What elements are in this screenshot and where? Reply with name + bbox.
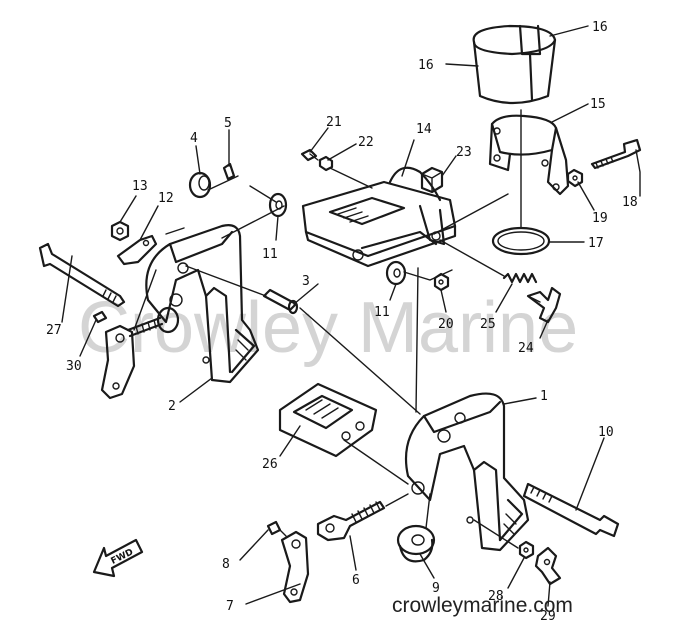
part-19-nut [566, 168, 584, 188]
part-17-ring [491, 226, 551, 256]
part-15-clamp-bracket [488, 114, 570, 196]
callout-18: 18 [622, 195, 638, 210]
callout-1: 1 [540, 389, 548, 404]
callout-28: 28 [488, 589, 504, 604]
callout-10: 10 [598, 425, 614, 440]
leader-lines [61, 25, 641, 607]
part-4-knob [188, 171, 212, 199]
callout-16: 16 [418, 58, 434, 73]
callout-25: 25 [480, 317, 496, 332]
part-28-nut [518, 540, 535, 560]
part-29-wing-nut [534, 546, 562, 586]
part-6-screw-rod [316, 500, 386, 542]
part-3-pin [262, 288, 299, 315]
callout-9: 9 [432, 581, 440, 596]
callout-12: 12 [158, 191, 174, 206]
callout-11: 11 [374, 305, 390, 320]
callout-22: 22 [358, 135, 374, 150]
callout-15: 15 [590, 97, 606, 112]
callout-4: 4 [190, 131, 198, 146]
part-16-bushing [472, 24, 557, 105]
callout-27: 27 [46, 323, 62, 338]
callout-13: 13 [132, 179, 148, 194]
part-27-bolt [38, 242, 126, 308]
callout-11: 11 [262, 247, 278, 262]
part-7-handle [280, 530, 310, 604]
callout-29: 29 [540, 609, 556, 624]
part-5-pin [222, 162, 236, 181]
fwd-label: FWD [109, 547, 135, 566]
part-20-nut [433, 272, 450, 292]
part-2-clamp-bracket-left [145, 224, 260, 384]
part-8-pin [266, 520, 282, 536]
callout-21: 21 [326, 115, 342, 130]
site-url: crowleymarine.com [392, 594, 573, 617]
callout-14: 14 [416, 122, 432, 137]
part-11-washer-lower [385, 260, 407, 286]
callout-16: 16 [592, 20, 608, 35]
part-10-bolt [522, 482, 620, 538]
callout-6: 6 [352, 573, 360, 588]
callout-5: 5 [224, 116, 232, 131]
callout-7: 7 [226, 599, 234, 614]
fwd-arrow-icon: FWD [92, 538, 144, 578]
callout-24: 24 [518, 341, 534, 356]
callout-17: 17 [588, 236, 604, 251]
callout-26: 26 [262, 457, 278, 472]
callout-labels: 16 16 15 18 19 17 14 21 22 23 4 5 13 12 … [46, 20, 638, 624]
assembly-lines [133, 109, 522, 549]
part-18-bolt [590, 138, 642, 170]
part-12-plate [116, 234, 158, 266]
part-23-cap [420, 166, 444, 194]
part-26-thrust-pad [278, 382, 378, 458]
part-13-nut [110, 220, 130, 242]
callout-30: 30 [66, 359, 82, 374]
callout-3: 3 [302, 274, 310, 289]
part-9-pad [396, 524, 436, 563]
callout-20: 20 [438, 317, 454, 332]
part-21-screw [300, 148, 319, 162]
callout-2: 2 [168, 399, 176, 414]
part-1-clamp-bracket-right [404, 392, 530, 552]
part-25-spring [502, 272, 538, 284]
part-24-wing-bolt [526, 286, 562, 324]
callout-8: 8 [222, 557, 230, 572]
left-adjuster-handle [100, 306, 180, 400]
part-22-nut [318, 155, 334, 172]
callout-19: 19 [592, 211, 608, 226]
callout-23: 23 [456, 145, 472, 160]
